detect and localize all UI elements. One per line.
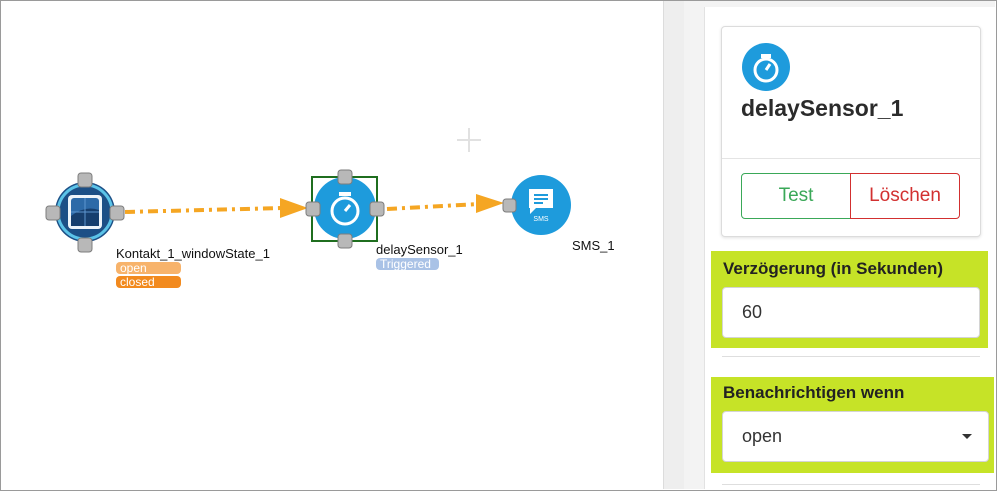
chevron-down-icon[interactable]	[962, 434, 972, 439]
node-label-sms: SMS_1	[572, 238, 615, 253]
panel-resize-handle[interactable]	[663, 1, 684, 489]
notify-select[interactable]: open	[722, 411, 989, 462]
notify-label: Benachrichtigen wenn	[723, 383, 905, 402]
delete-button[interactable]: Löschen	[850, 173, 960, 219]
sms-icon-text: SMS	[533, 216, 549, 223]
node-sms[interactable]: SMS	[502, 175, 571, 235]
section-divider	[722, 356, 980, 357]
plus-icon[interactable]	[457, 128, 481, 152]
flow-canvas[interactable]: SMS Kontakt_1_windowState_1 open closed …	[1, 1, 663, 489]
section-divider-bottom	[722, 484, 980, 485]
node-title: delaySensor_1	[741, 95, 904, 121]
node-info-card: delaySensor_1 Test Löschen	[721, 26, 981, 237]
node-contact-window-state[interactable]	[45, 172, 125, 253]
connector-contact-to-delay	[124, 198, 308, 218]
card-divider	[722, 158, 980, 159]
badge-open: open	[116, 262, 181, 274]
node-label-contact: Kontakt_1_windowState_1	[116, 246, 270, 261]
test-button[interactable]: Test	[741, 173, 851, 219]
stopwatch-icon	[330, 192, 360, 226]
node-delay-sensor[interactable]	[305, 169, 385, 249]
badge-closed: closed	[116, 276, 181, 288]
flow-diagram: SMS	[45, 128, 571, 253]
badge-triggered: Triggered	[376, 258, 439, 270]
delay-input[interactable]: 60	[722, 287, 980, 338]
connector-delay-to-sms	[386, 194, 504, 213]
window-contact-icon	[68, 195, 102, 229]
message-icon	[529, 189, 553, 214]
node-label-delay-sensor: delaySensor_1	[376, 242, 463, 257]
delay-label: Verzögerung (in Sekunden)	[723, 259, 944, 278]
stopwatch-icon	[742, 43, 790, 91]
